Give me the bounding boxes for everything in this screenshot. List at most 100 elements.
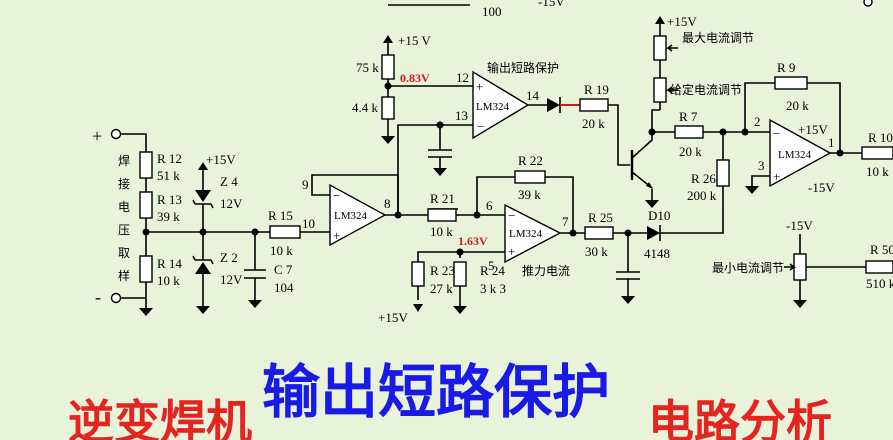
- resistor-r21: [427, 208, 457, 222]
- svg-text:−: −: [508, 208, 515, 223]
- svg-text:−: −: [773, 126, 780, 141]
- input-terminal-minus: [110, 292, 122, 304]
- svg-text:样: 样: [118, 268, 130, 283]
- resistor-75k: [381, 54, 395, 80]
- c7-label: C 7: [274, 262, 293, 277]
- zener-z2-icon: [195, 262, 211, 274]
- resistor-r12: [139, 151, 153, 179]
- wire-to-comparator: [397, 124, 473, 215]
- resistor-r26: [716, 159, 730, 187]
- r15-value: 10 k: [270, 243, 293, 258]
- voltage-163: 1.63V: [458, 234, 488, 248]
- pin-5: 5: [488, 258, 495, 273]
- svg-text:LM324: LM324: [334, 210, 368, 222]
- top-label-100: 100: [482, 4, 502, 19]
- r12-value: 51 k: [157, 168, 180, 183]
- push-current-label: 推力电流: [522, 264, 570, 278]
- pin-3: 3: [758, 158, 765, 173]
- set-current-label: 给定电流调节: [670, 82, 742, 97]
- resistor-r10: [861, 146, 893, 160]
- zener-z4-icon: [195, 190, 211, 202]
- ground-icon: [645, 200, 659, 208]
- svg-text:取: 取: [118, 246, 130, 260]
- z4-supply: +15V: [206, 152, 236, 167]
- svg-text:−: −: [477, 119, 484, 134]
- min-supply: -15V: [786, 218, 813, 233]
- resistor-r24: [453, 261, 467, 287]
- r12-label: R 12: [157, 151, 182, 166]
- top-terminal: [863, 0, 873, 7]
- plus-sign: +: [92, 126, 102, 146]
- ground-icon: [453, 306, 467, 314]
- r19-value: 20 k: [582, 116, 605, 131]
- r26-label: R 26: [691, 171, 716, 186]
- pin-13: 13: [455, 108, 468, 123]
- r26-value: 200 k: [687, 188, 717, 203]
- opamp-d-supply-m: -15V: [808, 180, 835, 195]
- ground-icon: [248, 300, 262, 308]
- svg-text:LM324: LM324: [509, 228, 543, 240]
- c7-value: 104: [274, 280, 294, 295]
- pin-10: 10: [302, 216, 315, 231]
- diode-d10-icon: [647, 226, 660, 240]
- r13-value: 39 k: [157, 209, 180, 224]
- minus-sign: -: [95, 287, 101, 307]
- d10-value: 4148: [644, 246, 670, 261]
- max-current-label: 最大电流调节: [682, 31, 754, 45]
- r50-label: R 50: [870, 242, 893, 257]
- svg-text:LM324: LM324: [476, 101, 510, 113]
- r25-value: 30 k: [585, 244, 608, 259]
- pin-8: 8: [384, 196, 391, 211]
- r22-label: R 22: [518, 153, 543, 168]
- potentiometer-min: [793, 253, 807, 281]
- resistor-r23: [411, 261, 425, 287]
- d10-label: D10: [648, 208, 670, 223]
- max-supply: +15V: [667, 14, 697, 29]
- ground-icon: [196, 306, 210, 314]
- r9-value: 20 k: [786, 98, 809, 113]
- voltage-083: 0.83V: [400, 71, 430, 85]
- supply-arrow-icon: [655, 16, 665, 24]
- wire-input-plus: [121, 133, 147, 152]
- opamp-d-supply-p: +15V: [798, 122, 828, 137]
- opamp-c: [504, 203, 562, 264]
- top-supply: +15 V: [398, 33, 431, 48]
- z2-value: 12V: [220, 272, 243, 287]
- opamp-d: [769, 118, 832, 188]
- r13-label: R 13: [157, 192, 182, 207]
- svg-text:LM324: LM324: [778, 149, 812, 161]
- svg-text:接: 接: [118, 176, 130, 191]
- resistor-r19: [579, 98, 609, 112]
- pin-14: 14: [526, 88, 540, 103]
- svg-text:+: +: [773, 169, 780, 184]
- r10-label: R 10: [868, 130, 893, 145]
- z4-label: Z 4: [220, 174, 238, 189]
- r9-label: R 9: [777, 60, 795, 75]
- svg-text:−: −: [333, 188, 340, 203]
- svg-text:电: 电: [118, 200, 130, 214]
- resistor-r13: [139, 191, 153, 219]
- bottom-supply: +15V: [378, 310, 408, 325]
- r44-label: 4.4 k: [352, 100, 379, 115]
- title-part-3: 电路分析: [648, 395, 832, 440]
- opamp-b: [472, 70, 530, 140]
- r23-value: 27 k: [430, 281, 453, 296]
- top-label-m15: -15V: [538, 0, 565, 9]
- r50-value: 510 k: [866, 276, 893, 291]
- resistor-r15: [269, 225, 301, 239]
- ground-icon: [621, 296, 635, 304]
- svg-text:+: +: [476, 79, 483, 94]
- title-part-1: 逆变焊机: [68, 395, 252, 440]
- z2-label: Z 2: [220, 250, 238, 265]
- svg-text:+: +: [508, 244, 515, 259]
- r25-label: R 25: [588, 210, 613, 225]
- pin-1: 1: [828, 135, 835, 150]
- title-part-2: 输出短路保护: [262, 358, 610, 426]
- resistor-4k4: [381, 96, 395, 120]
- svg-text:+: +: [333, 228, 340, 243]
- resistor-r9: [774, 76, 808, 90]
- r7-value: 20 k: [679, 144, 702, 159]
- svg-text:焊: 焊: [118, 153, 130, 168]
